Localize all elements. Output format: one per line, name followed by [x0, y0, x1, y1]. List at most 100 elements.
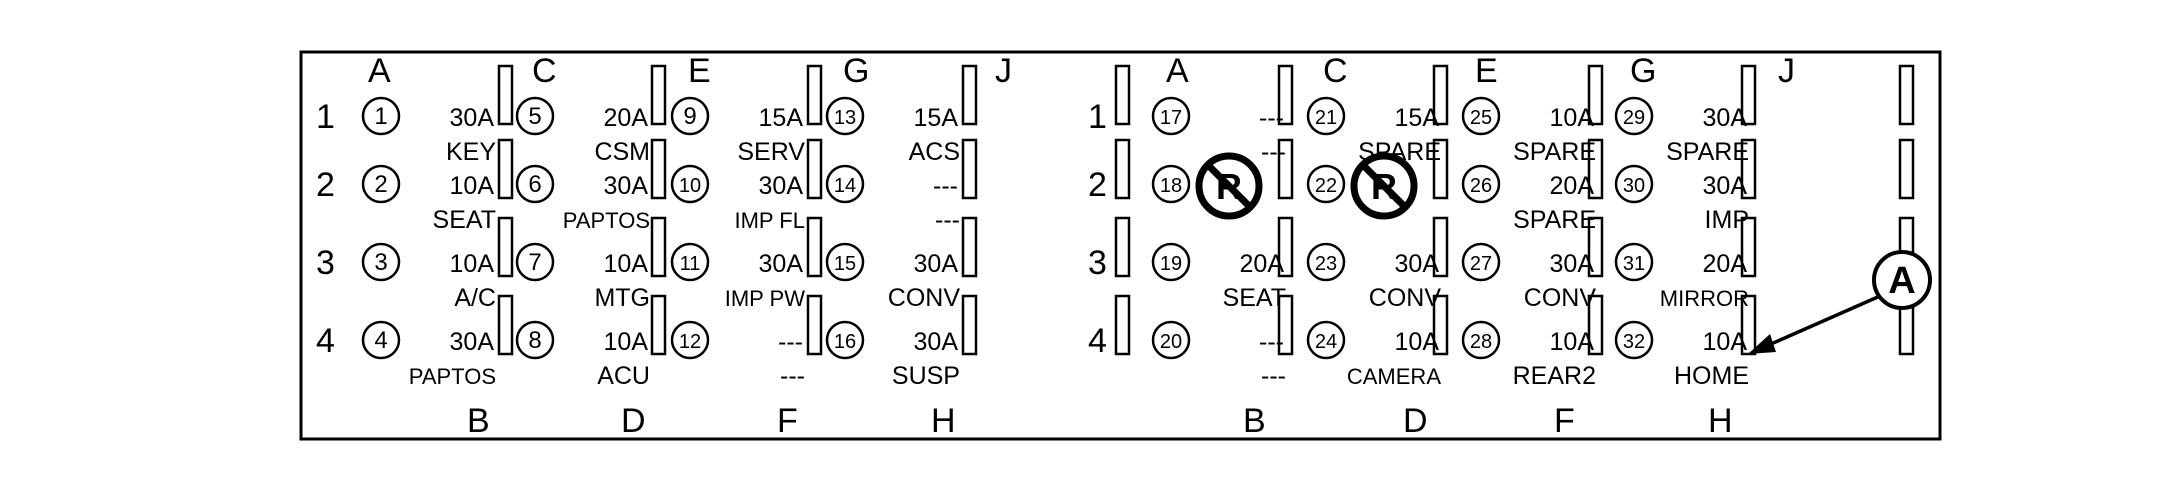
- left-fuse-amp: 10A: [450, 250, 495, 278]
- right-top-letter: J: [1778, 52, 1795, 90]
- left-slot: [650, 64, 667, 126]
- right-fuse-number: 23: [1315, 253, 1337, 275]
- left-bottom-letter: B: [467, 402, 490, 440]
- right-slot: [1277, 216, 1294, 278]
- right-slot: [1432, 294, 1449, 356]
- left-fuse-name: ACU: [597, 362, 650, 390]
- right-fuse-name: HOME: [1674, 362, 1749, 390]
- left-fuse-name: ACS: [909, 138, 960, 166]
- right-slot: [1740, 138, 1757, 200]
- right-fuse-number: 18: [1160, 175, 1182, 197]
- left-fuse-amp: 30A: [914, 328, 959, 356]
- left-top-letter: J: [995, 52, 1012, 90]
- left-fuse-circle: [361, 164, 401, 204]
- left-fuse-name: MTG: [594, 284, 650, 312]
- right-fuse-circle: [1151, 96, 1191, 136]
- right-slot: [1587, 216, 1604, 278]
- left-bottom-letter: H: [931, 402, 956, 440]
- left-fuse-circle: [361, 242, 401, 282]
- right-fuse-name: MIRROR: [1660, 286, 1749, 311]
- right-fuse-name: SPARE: [1666, 138, 1749, 166]
- left-fuse-circle: [670, 164, 710, 204]
- left-slot: [806, 216, 823, 278]
- right-slot: [1740, 294, 1757, 356]
- left-fuse-amp: 30A: [450, 104, 495, 132]
- right-fuse-amp: ---: [1259, 104, 1284, 132]
- right-slot: [1432, 64, 1449, 126]
- left-row-number: 2: [316, 166, 335, 204]
- left-fuse-amp: 30A: [604, 172, 649, 200]
- callout-arrow-head: [1748, 334, 1776, 354]
- left-fuse-number: 5: [528, 103, 541, 130]
- left-fuse-name: IMP PW: [725, 286, 806, 311]
- left-fuse-amp: 30A: [450, 328, 495, 356]
- right-top-letter: A: [1166, 52, 1189, 90]
- left-top-letter: E: [688, 52, 711, 90]
- left-fuse-circle: [670, 320, 710, 360]
- left-fuse-name: SERV: [737, 138, 805, 166]
- left-slot: [497, 216, 514, 278]
- left-fuse-name: PAPTOS: [409, 364, 496, 389]
- right-fuse-number: 26: [1470, 175, 1492, 197]
- right-fuse-amp: 20A: [1703, 250, 1748, 278]
- right-fuse-number: 31: [1623, 253, 1645, 275]
- right-fuse-name: ---: [1261, 362, 1286, 390]
- right-slot: [1432, 216, 1449, 278]
- left-bottom-letter: D: [621, 402, 646, 440]
- left-slot: [1114, 294, 1131, 356]
- right-bottom-letter: H: [1708, 402, 1733, 440]
- left-fuse-number: 3: [374, 249, 387, 276]
- right-slot: [1740, 64, 1757, 126]
- right-fuse-name: CONV: [1369, 284, 1442, 312]
- left-fuse-circle: [825, 164, 865, 204]
- left-row-number: 1: [316, 98, 335, 136]
- right-fuse-amp: 10A: [1550, 104, 1595, 132]
- left-slot: [961, 216, 978, 278]
- right-fuse-number: 28: [1470, 331, 1492, 353]
- right-fuse-circle: [1461, 164, 1501, 204]
- left-fuse-number: 9: [683, 103, 696, 130]
- left-fuse-number: 15: [834, 253, 856, 275]
- right-fuse-circle: [1461, 320, 1501, 360]
- right-fuse-circle: [1461, 96, 1501, 136]
- right-bottom-letter: F: [1554, 402, 1575, 440]
- left-fuse-circle: [825, 96, 865, 136]
- right-relay-symbol-slash: [1204, 161, 1254, 211]
- callout-a: A: [1748, 250, 1932, 354]
- right-row-number: 2: [1088, 166, 1107, 204]
- right-slot: [1898, 138, 1915, 200]
- right-row-number: 4: [1088, 322, 1107, 360]
- left-fuse-number: 2: [374, 171, 387, 198]
- left-slot: [650, 294, 667, 356]
- left-fuse-name: PAPTOS: [563, 208, 650, 233]
- right-fuse-circle: [1306, 320, 1346, 360]
- left-fuse-circle: [361, 320, 401, 360]
- left-fuse-name: ---: [935, 206, 960, 234]
- right-fuse-circle: [1614, 242, 1654, 282]
- left-fuse-circle: [361, 96, 401, 136]
- right-slot: [1740, 216, 1757, 278]
- right-fuse-circle: [1306, 164, 1346, 204]
- left-slot: [497, 138, 514, 200]
- left-fuse-amp: 10A: [450, 172, 495, 200]
- callout-circle: [1872, 250, 1932, 310]
- right-fuse-amp: 30A: [1395, 250, 1440, 278]
- right-fuse-amp: 15A: [1395, 104, 1440, 132]
- right-fuse-circle: [1614, 164, 1654, 204]
- left-slot: [1114, 138, 1131, 200]
- right-fuse-circle: [1614, 320, 1654, 360]
- left-fuse-amp: 15A: [914, 104, 959, 132]
- right-fuse-number: 27: [1470, 253, 1492, 275]
- left-fuse-amp: 10A: [604, 250, 649, 278]
- left-top-letter: G: [843, 52, 869, 90]
- right-fuse-amp: ---: [1259, 328, 1284, 356]
- right-slot: [1587, 138, 1604, 200]
- right-fuse-circle: [1306, 96, 1346, 136]
- left-fuse-name: CONV: [888, 284, 961, 312]
- left-fuse-name: SUSP: [892, 362, 960, 390]
- right-fuse-name: SPARE: [1513, 206, 1596, 234]
- right-fuse-panel: ACEGJBDFH123417------18R1920ASEAT20-----…: [1088, 52, 1915, 440]
- callout-label: A: [1888, 260, 1915, 302]
- left-slot: [961, 294, 978, 356]
